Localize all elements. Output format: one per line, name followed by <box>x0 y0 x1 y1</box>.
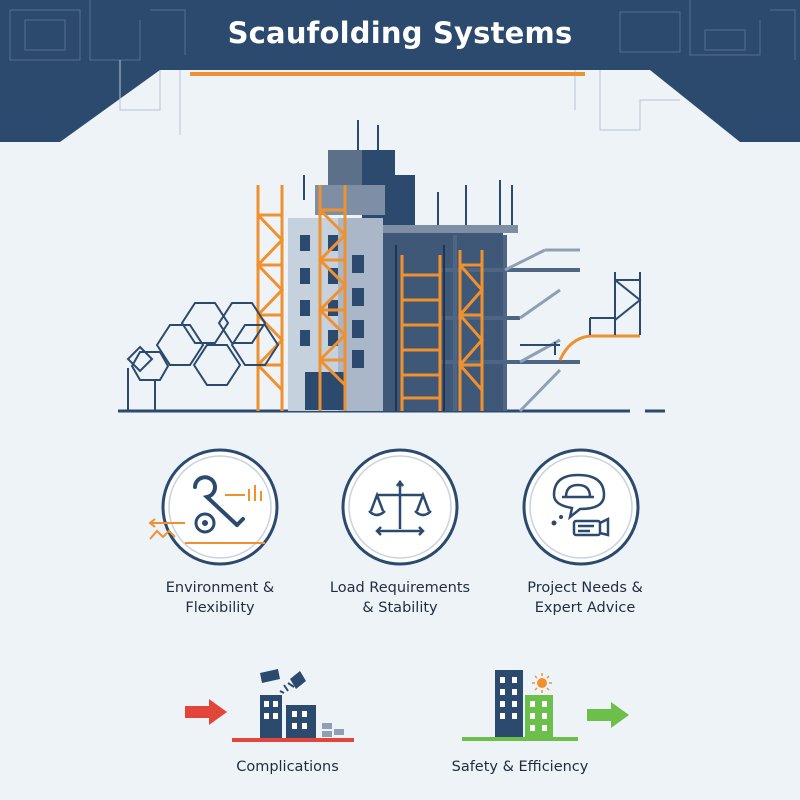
red-right-arrow-icon <box>185 699 227 725</box>
hardhat-speech-bubble-icon <box>522 448 640 566</box>
green-right-arrow-icon <box>587 702 629 728</box>
factor-label-environment: Environment & Flexibility <box>165 580 275 616</box>
balance-scale-icon <box>341 448 459 566</box>
outcome-label-complications: Complications <box>236 759 339 775</box>
wrench-gear-icon <box>148 448 279 566</box>
header-banner <box>0 0 800 142</box>
collapsing-building-icon <box>232 669 354 742</box>
outcome-label-safety: Safety & Efficiency <box>451 759 589 775</box>
building-scaffold-illustration <box>118 120 665 413</box>
safe-building-icon <box>462 670 578 741</box>
page-title: Scaufolding Systems <box>227 16 573 50</box>
factor-label-project: Project Needs & Expert Advice <box>527 580 643 616</box>
factor-label-load: Load Requirements & Stability <box>329 580 471 616</box>
